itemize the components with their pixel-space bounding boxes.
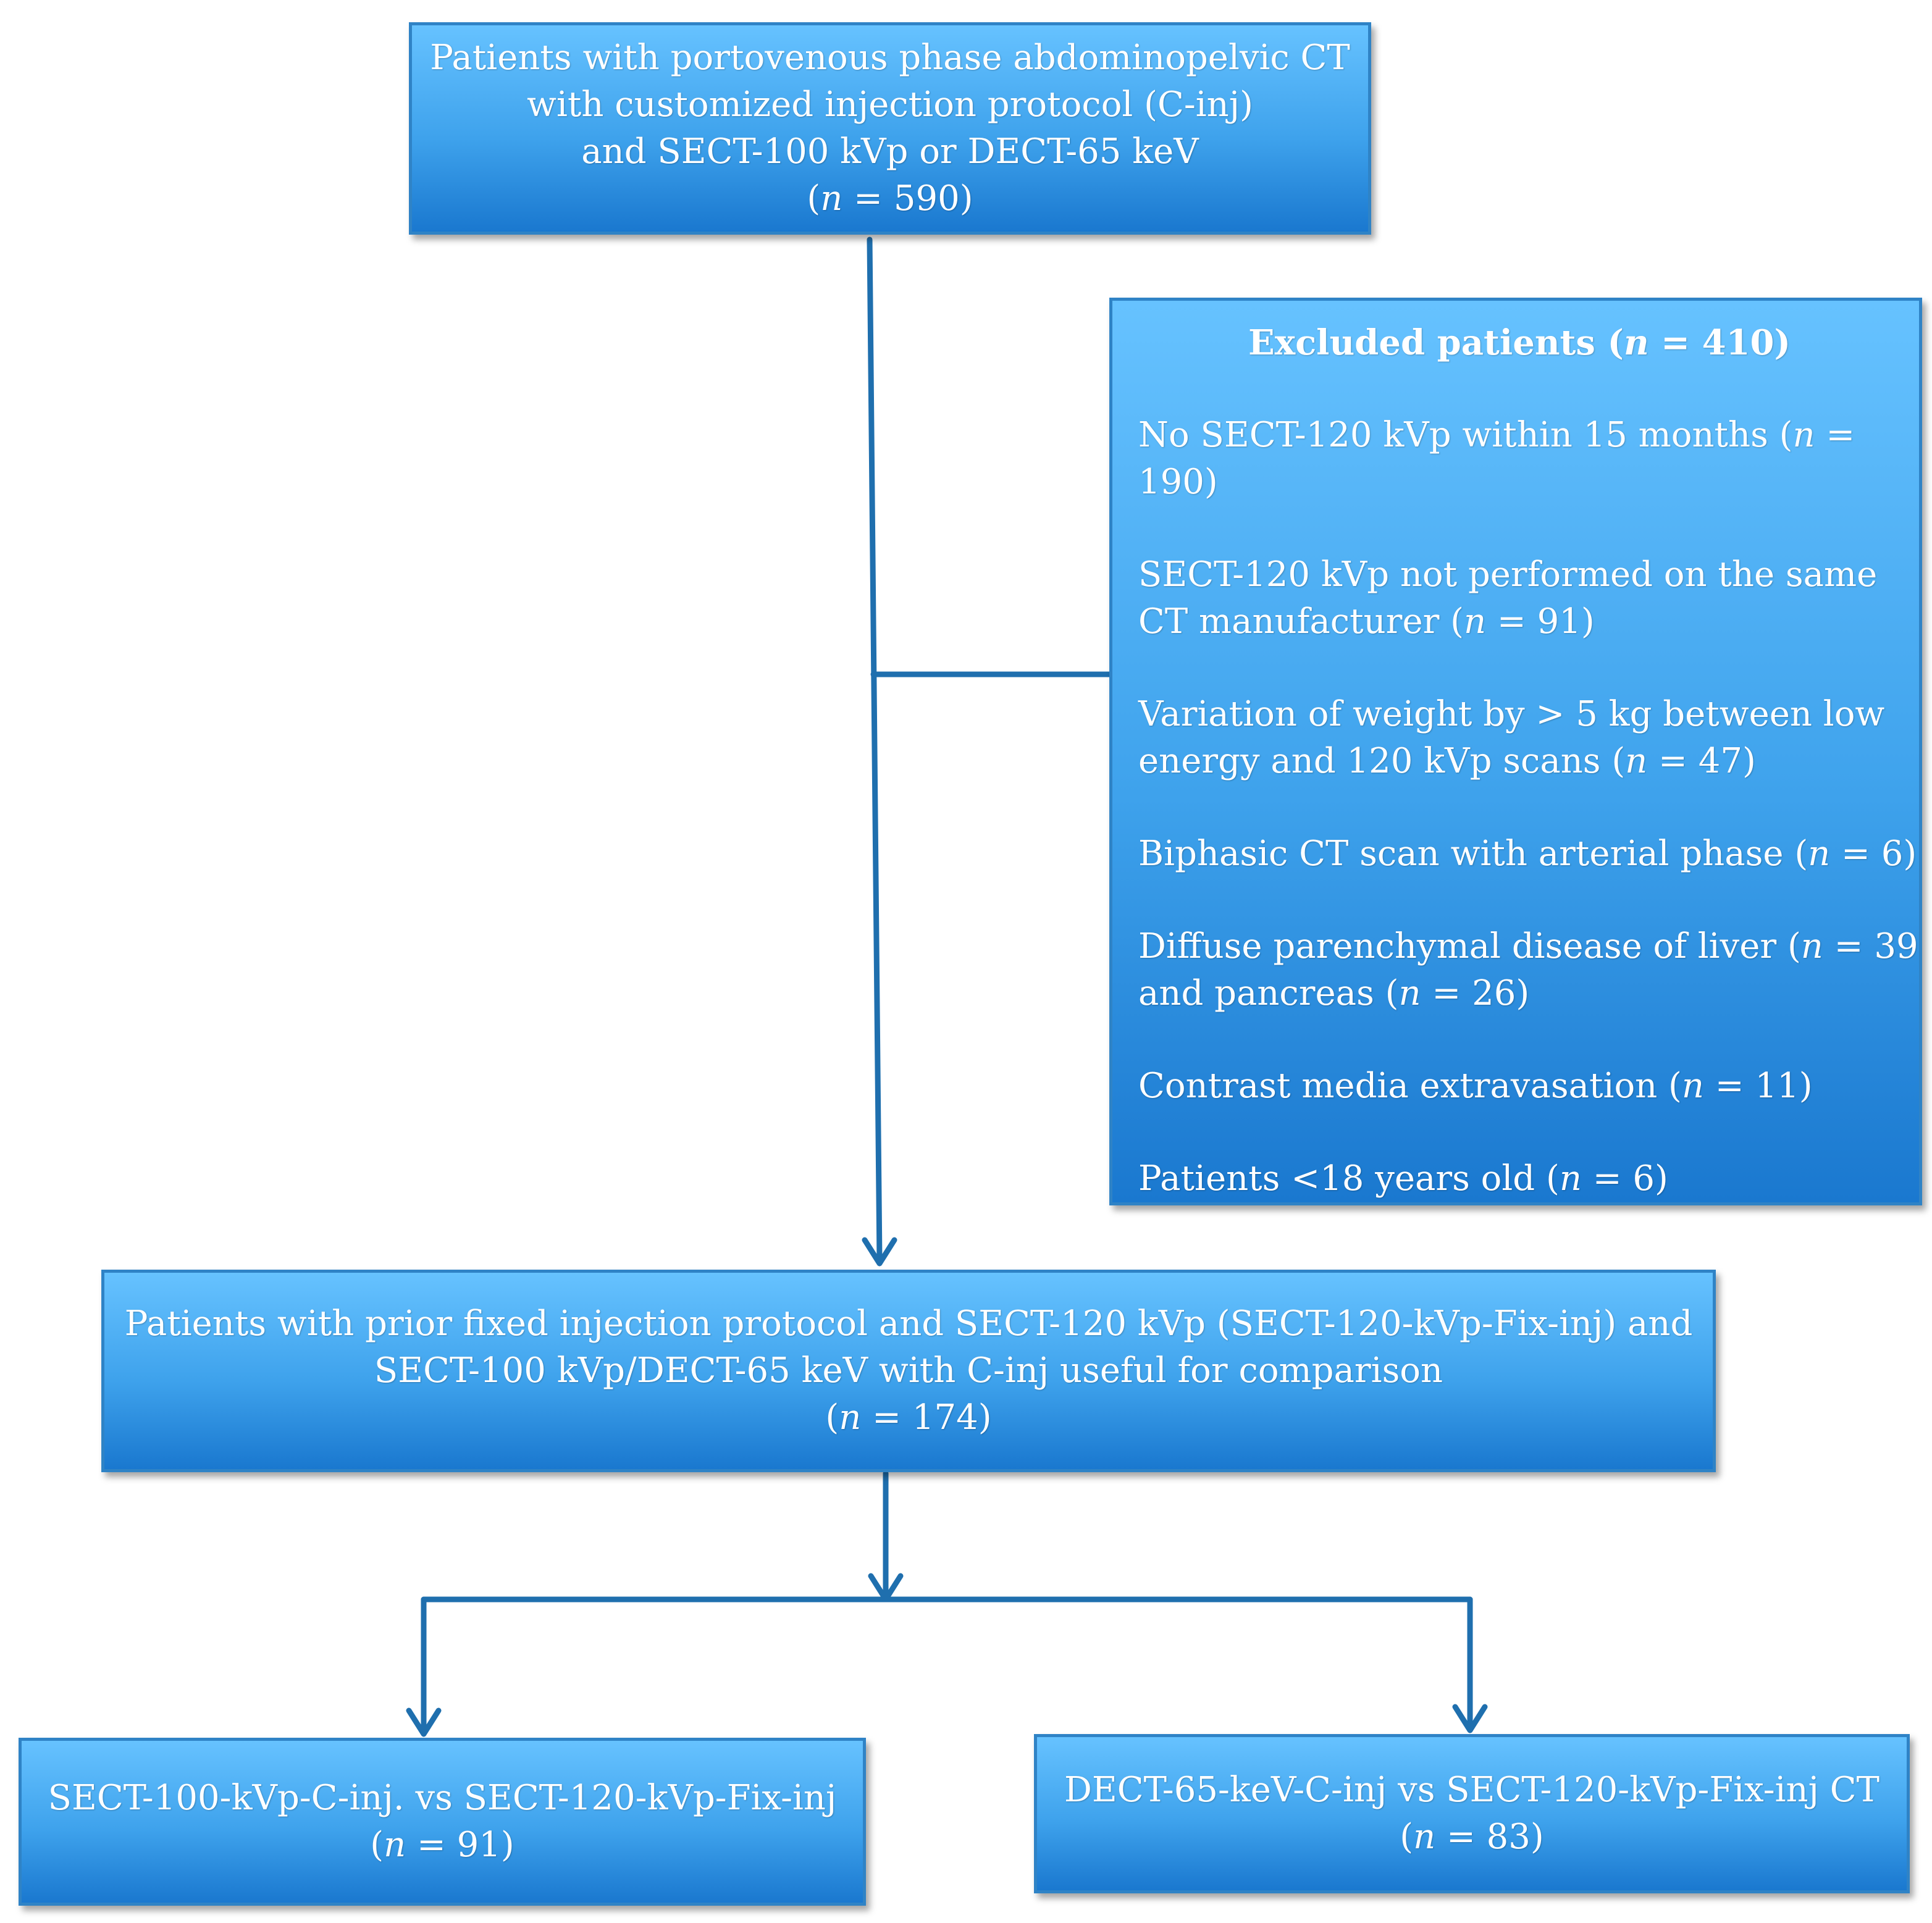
- excluded-item-7-line-1: Patients <18 years old (n = 6): [1138, 1158, 1668, 1199]
- dect65-line-2: (n = 83): [1400, 1817, 1544, 1857]
- connector-start-to-comparison: [867, 237, 883, 1263]
- excluded-item: SECT-120 kVp not performed on the same C…: [1138, 551, 1900, 645]
- excluded-item-1-line-2: 190): [1138, 462, 1218, 502]
- excluded-item-5-line-1: Diffuse parenchymal disease of liver (n …: [1138, 926, 1922, 966]
- comparison-box: Patients with prior fixed injection prot…: [101, 1270, 1716, 1472]
- excluded-item-2-line-1: SECT-120 kVp not performed on the same: [1138, 555, 1878, 595]
- sect100-box: SECT-100-kVp-C-inj. vs SECT-120-kVp-Fix-…: [19, 1738, 866, 1906]
- excluded-item: Patients <18 years old (n = 6): [1138, 1155, 1900, 1202]
- excluded-item-5-line-2: and pancreas (n = 26): [1138, 973, 1530, 1013]
- excluded-item: Biphasic CT scan with arterial phase (n …: [1138, 831, 1917, 878]
- start-line-3: and SECT-100 kVp or DECT-65 keV: [581, 132, 1199, 172]
- excluded-item-1-line-1: No SECT-120 kVp within 15 months (n =: [1138, 415, 1855, 455]
- comparison-line-2: SECT-100 kVp/DECT-65 keV with C-inj usef…: [374, 1351, 1443, 1391]
- comparison-line-3: (n = 174): [825, 1397, 992, 1438]
- excluded-box: Excluded patients (n = 410) No SECT-120 …: [1109, 298, 1922, 1205]
- excluded-item-6-line-1: Contrast media extravasation (n = 11): [1138, 1066, 1813, 1106]
- sect100-line-2: (n = 91): [370, 1825, 514, 1865]
- arrowhead-sect100: [406, 1707, 442, 1737]
- start-line-2: with customized injection protocol (C-in…: [527, 85, 1253, 125]
- excluded-item: Contrast media extravasation (n = 11): [1138, 1063, 1900, 1110]
- excluded-item-3-line-1: Variation of weight by > 5 kg between lo…: [1138, 694, 1885, 734]
- arrowhead-comparison: [862, 1237, 897, 1267]
- excluded-item-2-line-2: CT manufacturer (n = 91): [1138, 601, 1595, 642]
- excluded-item: No SECT-120 kVp within 15 months (n = 19…: [1138, 412, 1900, 506]
- excluded-item-4-line-1: Biphasic CT scan with arterial phase (n …: [1138, 834, 1917, 874]
- start-line-1: Patients with portovenous phase abdomino…: [430, 38, 1350, 78]
- excluded-title: Excluded patients (n = 410): [1248, 322, 1791, 363]
- excluded-item: Variation of weight by > 5 kg between lo…: [1138, 691, 1900, 785]
- excluded-item: Diffuse parenchymal disease of liver (n …: [1138, 923, 1922, 1017]
- start-box: Patients with portovenous phase abdomino…: [409, 22, 1371, 235]
- comparison-line-1: Patients with prior fixed injection prot…: [124, 1304, 1693, 1344]
- start-line-4: (n = 590): [807, 178, 973, 219]
- sect100-line-1: SECT-100-kVp-C-inj. vs SECT-120-kVp-Fix-…: [48, 1778, 837, 1818]
- dect65-box: DECT-65-keV-C-inj vs SECT-120-kVp-Fix-in…: [1034, 1734, 1910, 1893]
- dect65-line-1: DECT-65-keV-C-inj vs SECT-120-kVp-Fix-in…: [1064, 1770, 1880, 1810]
- excluded-item-3-line-2: energy and 120 kVp scans (n = 47): [1138, 741, 1756, 781]
- arrowhead-dect65: [1452, 1704, 1488, 1733]
